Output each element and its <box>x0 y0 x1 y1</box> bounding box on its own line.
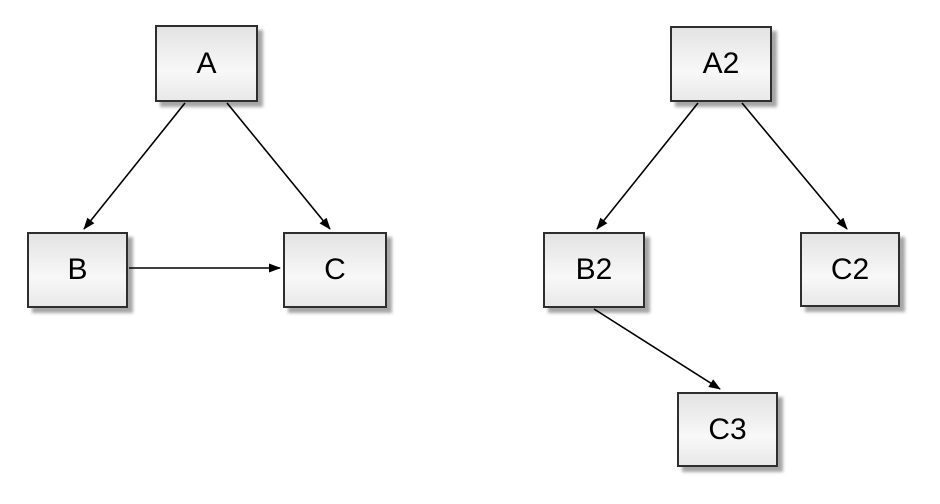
node-C2: C2 <box>800 232 900 307</box>
node-C: C <box>283 232 387 308</box>
node-A2: A2 <box>670 26 772 102</box>
node-label-B2: B2 <box>575 253 613 286</box>
node-B2: B2 <box>543 232 645 308</box>
node-label-B: B <box>67 253 88 286</box>
node-B: B <box>27 232 128 308</box>
edge-A-C <box>226 102 331 230</box>
node-label-C: C <box>324 253 346 286</box>
edge-A-B <box>83 102 186 230</box>
edge-A2-C2 <box>741 102 848 230</box>
node-label-A2: A2 <box>702 47 740 80</box>
edge-A2-B2 <box>596 102 699 230</box>
node-label-C3: C3 <box>708 412 747 446</box>
node-A: A <box>155 25 258 102</box>
edge-B2-C3 <box>593 308 721 390</box>
node-label-C2: C2 <box>830 252 870 286</box>
node-C3: C3 <box>677 392 778 467</box>
node-label-A: A <box>196 46 217 80</box>
